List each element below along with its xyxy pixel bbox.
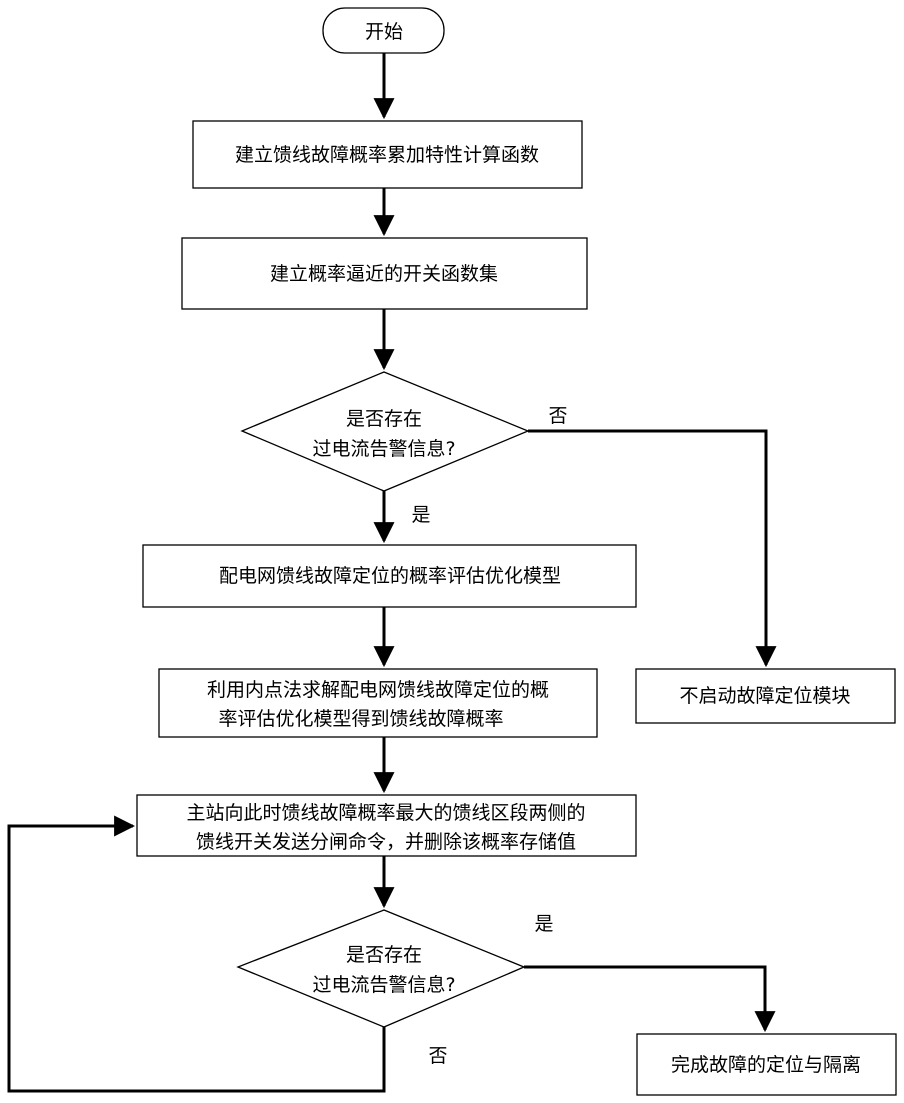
step4-line1: 利用内点法求解配电网馈线故障定位的概 bbox=[207, 679, 549, 701]
step5-line2: 馈线开关发送分闸命令，并删除该概率存储值 bbox=[196, 831, 576, 853]
no-start-label: 不启动故障定位模块 bbox=[679, 685, 850, 707]
decision2-line2: 过电流告警信息? bbox=[312, 974, 455, 996]
decision1-yes-label: 是 bbox=[411, 504, 430, 526]
step3-label: 配电网馈线故障定位的概率评估优化模型 bbox=[219, 565, 561, 587]
step4-line2: 率评估优化模型得到馈线故障概率 bbox=[218, 708, 503, 730]
decision2-no-label: 否 bbox=[428, 1045, 447, 1067]
decision2-yes-path bbox=[524, 967, 765, 1030]
decision2-line1: 是否存在 bbox=[346, 944, 422, 966]
decision1-no-label: 否 bbox=[548, 405, 567, 427]
decision2-yes-label: 是 bbox=[534, 913, 553, 935]
step5-line1: 主站向此时馈线故障概率最大的馈线区段两侧的 bbox=[186, 802, 585, 824]
decision1-line1: 是否存在 bbox=[346, 408, 422, 430]
decision1-diamond bbox=[242, 372, 528, 491]
decision1-line2: 过电流告警信息? bbox=[312, 438, 455, 460]
end-label: 完成故障的定位与隔离 bbox=[671, 1054, 861, 1076]
step2-label: 建立概率逼近的开关函数集 bbox=[270, 263, 498, 285]
decision2-diamond bbox=[238, 910, 524, 1027]
start-label: 开始 bbox=[365, 21, 403, 43]
step1-label: 建立馈线故障概率累加特性计算函数 bbox=[235, 144, 539, 166]
